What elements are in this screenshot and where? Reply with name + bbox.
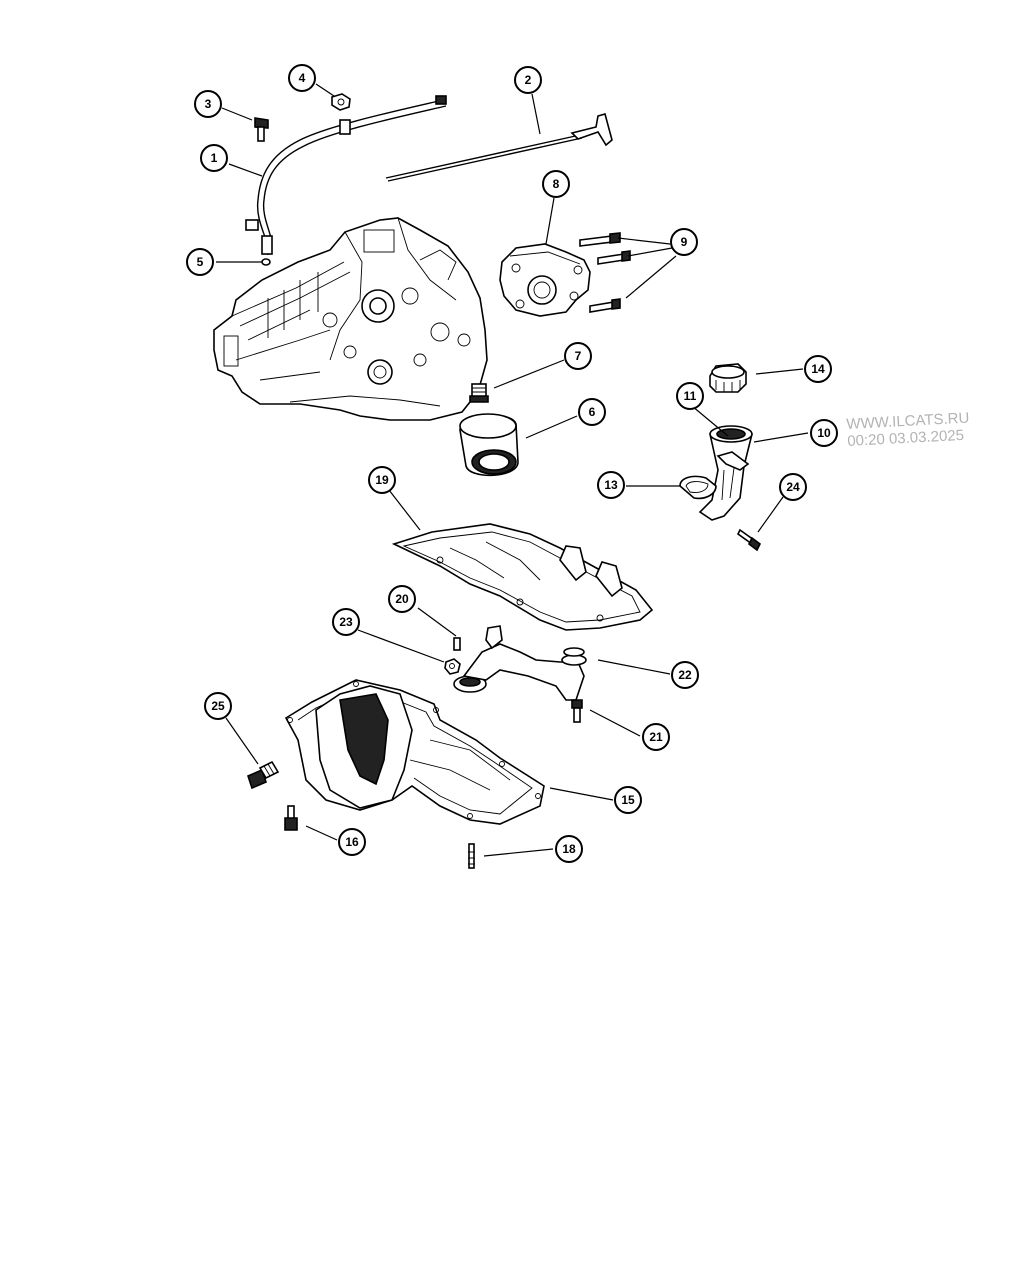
stud-18-part [468, 843, 475, 869]
callout-13: 13 [597, 471, 625, 499]
bolt-24-part [736, 528, 762, 552]
callout-16: 16 [338, 828, 366, 856]
callout-25: 25 [204, 692, 232, 720]
callout-label: 14 [811, 362, 825, 376]
callout-15: 15 [614, 786, 642, 814]
oil-pickup-tube-part [453, 625, 587, 701]
callout-label: 6 [589, 405, 596, 419]
callout-label: 9 [681, 235, 688, 249]
callout-8: 8 [542, 170, 570, 198]
bolt-part [254, 117, 269, 142]
leader-lines [216, 83, 809, 857]
callout-2: 2 [514, 66, 542, 94]
oil-fill-cap-part [709, 363, 747, 393]
callout-label: 23 [339, 615, 353, 629]
callout-20: 20 [388, 585, 416, 613]
callout-label: 25 [211, 699, 225, 713]
filter-adapter-part [469, 383, 489, 403]
callout-label: 3 [205, 97, 212, 111]
callout-label: 10 [817, 426, 831, 440]
callout-label: 4 [299, 71, 306, 85]
dipstick-tube-part [245, 95, 447, 256]
windage-tray-part [391, 523, 654, 631]
callout-label: 1 [211, 151, 218, 165]
callout-24: 24 [779, 473, 807, 501]
pickup-stud-part [453, 637, 461, 651]
callout-19: 19 [368, 466, 396, 494]
drain-plug-part [247, 760, 280, 790]
callout-label: 16 [345, 835, 359, 849]
callout-4: 4 [288, 64, 316, 92]
engine-block-part [213, 217, 488, 421]
callout-21: 21 [642, 723, 670, 751]
callout-11: 11 [676, 382, 704, 410]
callout-9: 9 [670, 228, 698, 256]
callout-label: 7 [575, 349, 582, 363]
callout-22: 22 [671, 661, 699, 689]
callout-6: 6 [578, 398, 606, 426]
oil-pan-part [284, 679, 545, 825]
callout-label: 11 [684, 389, 697, 403]
callout-23: 23 [332, 608, 360, 636]
callout-3: 3 [194, 90, 222, 118]
dipstick-part [385, 113, 613, 182]
oil-fill-tube-part [698, 425, 753, 521]
bolt-16-part [284, 805, 298, 831]
o-ring-part [261, 258, 271, 266]
bolt-21-part [571, 699, 583, 723]
callout-label: 20 [395, 592, 409, 606]
oil-pump-part [499, 243, 591, 317]
callout-label: 8 [553, 177, 560, 191]
oil-filter-part [459, 413, 519, 477]
callout-7: 7 [564, 342, 592, 370]
callout-1: 1 [200, 144, 228, 172]
callout-label: 13 [604, 478, 618, 492]
pickup-o-ring-part [563, 647, 585, 657]
callout-label: 18 [562, 842, 576, 856]
callout-label: 22 [678, 668, 692, 682]
callout-5: 5 [186, 248, 214, 276]
nut-part [331, 93, 351, 111]
callout-label: 21 [649, 730, 663, 744]
callout-label: 24 [786, 480, 800, 494]
callout-14: 14 [804, 355, 832, 383]
watermark: WWW.ILCATS.RU 00:20 03.03.2025 [846, 410, 971, 450]
callout-label: 19 [375, 473, 389, 487]
callout-label: 15 [621, 793, 635, 807]
callout-label: 2 [525, 73, 532, 87]
callout-18: 18 [555, 835, 583, 863]
pickup-nut-part [444, 658, 461, 675]
callout-label: 5 [197, 255, 204, 269]
pump-bolts-part [579, 232, 631, 313]
fill-tube-gasket-part [679, 475, 717, 500]
callout-10: 10 [810, 419, 838, 447]
